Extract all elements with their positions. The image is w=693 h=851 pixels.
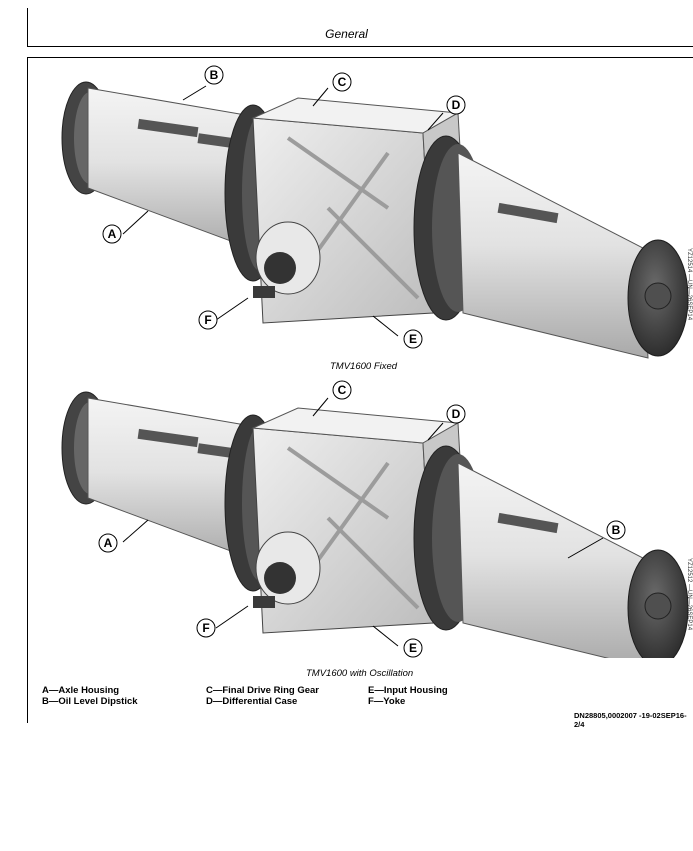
figure-code-1: YZ12514 —UN—26SEP14	[686, 248, 692, 321]
svg-text:D: D	[452, 98, 461, 112]
axle-illustrations: B C D A F E C D A B F E	[60, 65, 690, 658]
callout-b-fig1: B	[204, 65, 224, 85]
svg-text:E: E	[409, 641, 417, 655]
legend-item-e: E—Input Housing	[368, 685, 448, 696]
svg-text:D: D	[452, 407, 461, 421]
legend-item-b: B—Oil Level Dipstick	[42, 696, 138, 707]
svg-text:B: B	[612, 523, 621, 537]
header-rule	[27, 46, 693, 47]
svg-text:B: B	[210, 68, 219, 82]
svg-text:C: C	[338, 383, 347, 397]
callout-e-fig1: E	[403, 329, 423, 349]
callout-a-fig1: A	[102, 224, 122, 244]
header-rule-vertical	[27, 8, 28, 46]
legend-item-d: D—Differential Case	[206, 696, 298, 707]
callout-d-fig1: D	[446, 95, 466, 115]
svg-text:F: F	[202, 621, 209, 635]
legend-column-2: C—Final Drive Ring Gear D—Differential C…	[206, 685, 319, 707]
callout-f-fig2: F	[196, 618, 216, 638]
callout-e-fig2: E	[403, 638, 423, 658]
figure-caption-fixed: TMV1600 Fixed	[330, 361, 398, 372]
svg-text:E: E	[409, 332, 417, 346]
figure-caption-oscillation: TMV1600 with Oscillation	[306, 668, 414, 679]
callout-c-fig1: C	[332, 72, 352, 92]
legend-item-f: F—Yoke	[368, 696, 406, 707]
callout-b-fig2: B	[606, 520, 626, 540]
axle-figure-fixed	[60, 80, 690, 360]
axle-figure-oscillation	[60, 390, 690, 658]
document-reference: DN28805,0002007 -19-02SEP16-2/4	[574, 711, 687, 729]
content-frame	[27, 57, 693, 723]
callout-d-fig2: D	[446, 404, 466, 424]
callout-c-fig2: C	[332, 380, 352, 400]
svg-text:F: F	[204, 313, 211, 327]
callout-a-fig2: A	[98, 533, 118, 553]
legend-column-3: E—Input Housing F—Yoke	[368, 685, 448, 707]
legend-item-a: A—Axle Housing	[42, 685, 120, 696]
legend-column-1: A—Axle Housing B—Oil Level Dipstick	[42, 685, 138, 707]
callout-f-fig1: F	[198, 310, 218, 330]
page-title: General	[325, 27, 368, 41]
legend-item-c: C—Final Drive Ring Gear	[206, 685, 319, 696]
figure-code-2: YZ12512 —UN—26SEP14	[686, 558, 692, 631]
svg-text:A: A	[108, 227, 117, 241]
svg-text:A: A	[104, 536, 113, 550]
svg-text:C: C	[338, 75, 347, 89]
